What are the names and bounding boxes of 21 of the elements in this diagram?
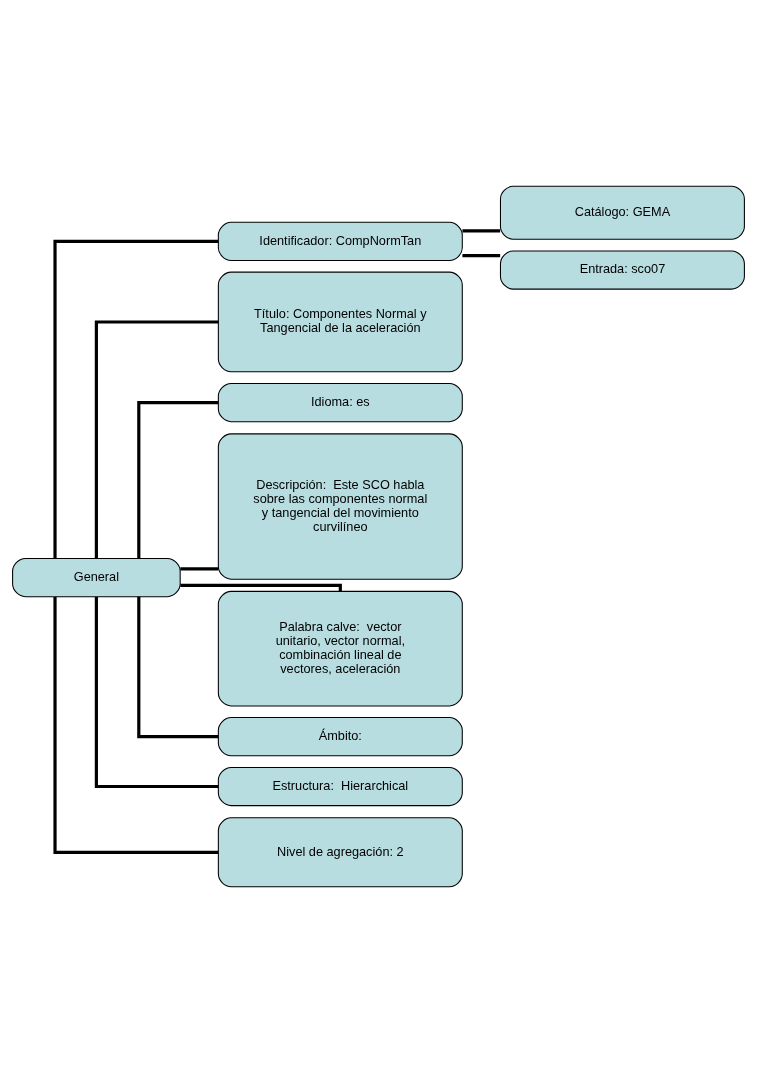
node-box: General — [12, 557, 181, 597]
node-box: Ámbito: — [217, 716, 463, 756]
connector — [53, 239, 219, 558]
connector — [94, 596, 219, 788]
connector — [137, 596, 219, 738]
node-box: Catálogo: GEMA — [499, 185, 745, 240]
node-box: Estructura: Hierarchical — [217, 766, 463, 806]
node-box: Descripción: Este SCO habla sobre las componentes normal y tangencial del movimiento curvilíneo — [217, 432, 463, 580]
node-box: Nivel de agregación: 2 — [217, 816, 463, 887]
node-box: Título: Componentes Normal y Tangencial de la aceleración — [217, 271, 463, 372]
node-box: Idioma: es — [217, 382, 463, 422]
connector — [94, 319, 219, 558]
connector — [462, 228, 501, 232]
connector — [53, 596, 219, 854]
node-box: Identificador: CompNormTan — [217, 221, 463, 261]
node-box: Palabra calve: vector unitario, vector normal, combinación lineal de vectores, aceleración — [217, 590, 463, 706]
connector — [180, 583, 342, 591]
connector — [180, 566, 219, 570]
connector — [137, 400, 219, 558]
connector — [462, 253, 501, 257]
node-box: Entrada: sco07 — [499, 249, 745, 290]
